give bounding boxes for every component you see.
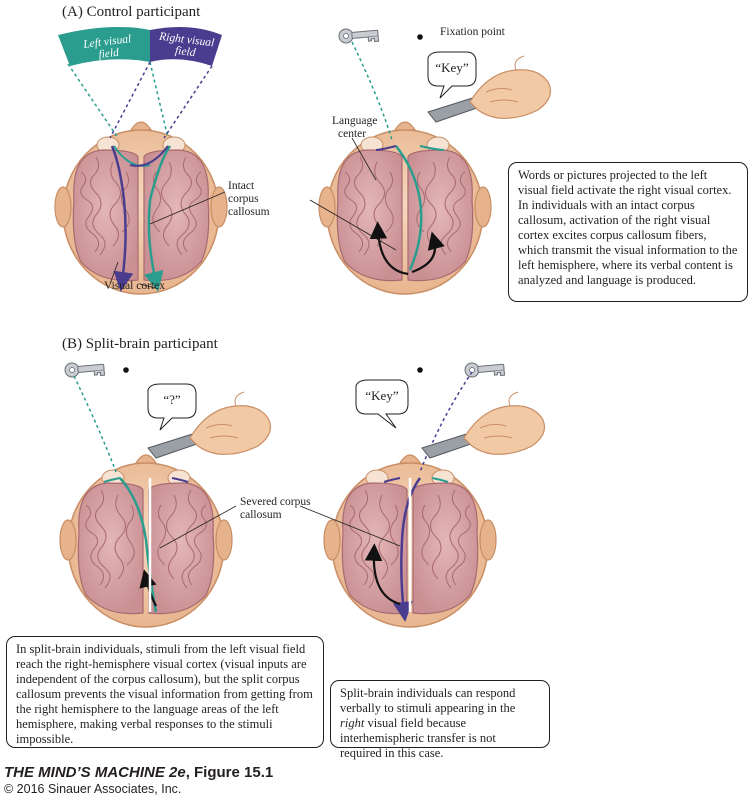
panel-b-left-fixation-point	[123, 367, 129, 373]
copyright-notice: © 2016 Sinauer Associates, Inc.	[4, 782, 182, 796]
panel-a-title: (A) Control participant	[62, 4, 201, 20]
panel-a-speech-bubble	[427, 51, 477, 99]
panel-a-left-head	[54, 121, 228, 295]
panel-b-title: (B) Split-brain participant	[62, 336, 218, 352]
panel-b-right-caption: Split-brain individuals can respond verb…	[330, 680, 550, 760]
panel-b-left-key-icon	[63, 359, 106, 380]
panel-b-left-caption: In split-brain individuals, stimuli from…	[6, 636, 324, 748]
panel-b-right-fixation-point	[417, 367, 423, 373]
fixation-point-label: Fixation point	[440, 26, 505, 38]
panel-b-right-key-icon	[463, 359, 506, 380]
panel-a-caption: Words or pictures projected to the left …	[508, 162, 748, 302]
panel-a-key-icon	[337, 25, 380, 46]
panel-a-right-head	[318, 121, 492, 295]
panel-a-visual-fields	[58, 26, 222, 66]
figure-credit: THE MIND’S MACHINE 2e, Figure 15.1	[4, 764, 274, 781]
panel-b-left-speech-text: “?”	[163, 392, 181, 407]
panel-b-right-speech-bubble	[355, 379, 409, 429]
panel-a-speech-text: “Key”	[435, 60, 469, 75]
visual-cortex-label: Visual cortex	[104, 280, 165, 292]
panel-a-fixation-point-marker	[417, 34, 423, 40]
panel-b-right-speech-text: “Key”	[365, 388, 399, 403]
panel-b-left-speech-bubble	[147, 383, 197, 431]
